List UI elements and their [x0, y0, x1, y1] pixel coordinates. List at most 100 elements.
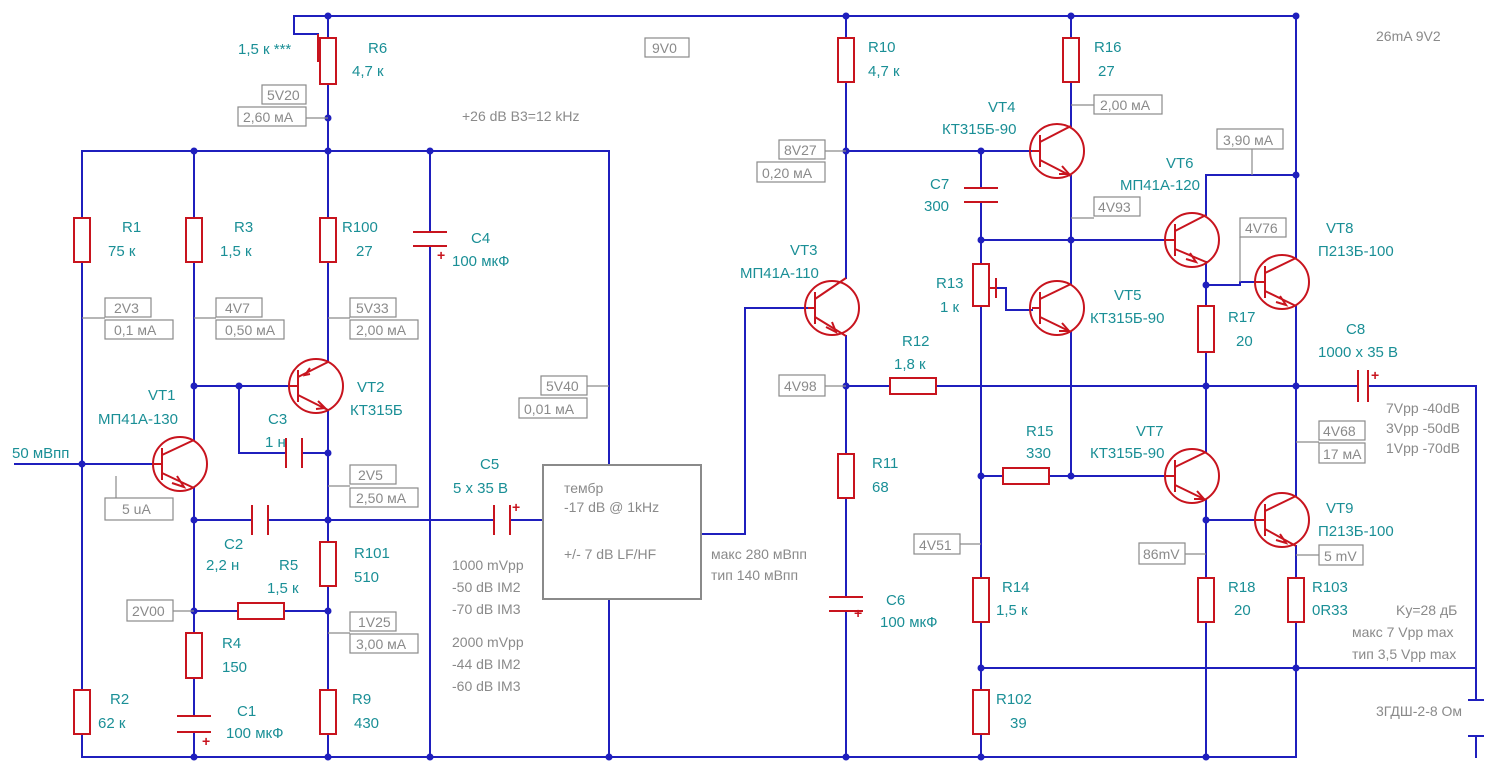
c1-ref: C1: [237, 703, 256, 720]
tone-control-block: тембр -17 dB @ 1kHz +/- 7 dB LF/HF: [542, 464, 702, 600]
vt8-base-voltage: 4V76: [1245, 220, 1278, 236]
c5-value: 5 х 35 В: [453, 480, 508, 497]
resistor-r10: [837, 37, 855, 83]
r4-voltage: 2V00: [132, 603, 165, 619]
tone-line-3: +/- 7 dB LF/HF: [564, 546, 656, 562]
resistor-r1: [73, 217, 91, 263]
r5-ref: R5: [279, 557, 298, 574]
capacitor-c1: +: [177, 715, 211, 749]
resistor-r13: [972, 263, 990, 307]
gain-summary-1: Ky=28 дБ: [1396, 602, 1457, 618]
junctions: [78, 12, 1300, 761]
wires: [14, 15, 1477, 758]
r10-ref: R10: [868, 39, 896, 56]
c2-value: 2,2 н: [206, 557, 239, 574]
r6-note: 1,5 к ***: [238, 41, 291, 58]
r13-value: 1 к: [940, 299, 960, 316]
output-level-3: 1Vpp -70dB: [1386, 440, 1460, 456]
r101-voltage: 1V25: [358, 614, 391, 630]
r16-value: 27: [1098, 63, 1115, 80]
transistor-vt5: [1029, 280, 1085, 336]
resistor-r9: [319, 689, 337, 735]
im2000-line-1: 2000 mVpp: [452, 634, 524, 650]
r1-current: 0,1 мА: [114, 322, 157, 338]
r18-voltage: 86mV: [1143, 546, 1180, 562]
r6-ref: R6: [368, 40, 387, 57]
c4-ref: C4: [471, 230, 490, 247]
vt9-current: 17 мА: [1323, 446, 1362, 462]
svg-text:+: +: [854, 605, 862, 621]
c7-ref: C7: [930, 176, 949, 193]
resistor-r17: [1197, 305, 1215, 353]
capacitor-c7: [964, 187, 998, 203]
r10-value: 4,7 к: [868, 63, 900, 80]
r10-voltage: 8V27: [784, 142, 817, 158]
c5-ref: C5: [480, 456, 499, 473]
vt4-ref: VT4: [988, 99, 1016, 116]
r14-voltage: 4V51: [919, 537, 952, 553]
svg-text:+: +: [202, 733, 210, 749]
r2-ref: R2: [110, 691, 129, 708]
c4-value: 100 мкФ: [452, 253, 509, 270]
r101-current: 3,00 мА: [356, 636, 407, 652]
notes: 26mA 9V2 +26 dB B3=12 kHz 1000 mVpp -50 …: [452, 28, 1462, 719]
resistor-r102: [972, 689, 990, 735]
svg-text:+: +: [512, 499, 520, 515]
vt3-value: МП41А-110: [740, 265, 819, 282]
r11-value: 68: [872, 479, 889, 496]
r9-ref: R9: [352, 691, 371, 708]
c3-value: 1 н: [265, 434, 286, 451]
output-level-1: 7Vpp -40dB: [1386, 400, 1460, 416]
r100-ref: R100: [342, 219, 378, 236]
r9-value: 430: [354, 715, 379, 732]
vt2-value: КТ315Б: [350, 402, 403, 419]
transistor-vt9: [1254, 492, 1310, 548]
vt6-current: 3,90 мА: [1223, 132, 1274, 148]
r13-ref: R13: [936, 275, 964, 292]
r14-ref: R14: [1002, 579, 1030, 596]
vt2-ref: VT2: [357, 379, 385, 396]
speaker-terminals: [1468, 699, 1484, 737]
gain-summary-3: тип 3,5 Vpp max: [1352, 646, 1456, 662]
mid-voltage: 4V98: [784, 378, 817, 394]
r100-value: 27: [356, 243, 373, 260]
r3-value: 1,5 к: [220, 243, 252, 260]
c2-ref: C2: [224, 536, 243, 553]
r1-value: 75 к: [108, 243, 136, 260]
supply-consumption: 26mA 9V2: [1376, 28, 1441, 44]
r102-value: 39: [1010, 715, 1027, 732]
resistor-r18: [1197, 577, 1215, 623]
transistor-vt8: [1254, 254, 1310, 310]
r10-current: 0,20 мА: [762, 165, 813, 181]
vt9-ref: VT9: [1326, 500, 1354, 517]
im2000-line-2: -44 dB IM2: [452, 656, 521, 672]
r103-ref: R103: [1312, 579, 1348, 596]
svg-text:+: +: [1371, 367, 1379, 383]
vt9-base-voltage: 4V68: [1323, 423, 1356, 439]
vt5-ref: VT5: [1114, 287, 1142, 304]
r103-voltage: 5 mV: [1324, 548, 1357, 564]
svg-text:+: +: [437, 247, 445, 263]
tone-voltage: 5V40: [546, 378, 579, 394]
im2000-line-3: -60 dB IM3: [452, 678, 521, 694]
resistor-r15: [1002, 467, 1050, 485]
transistor-vt6: [1164, 212, 1220, 268]
r103-value: 0R33: [1312, 602, 1348, 619]
tone-out-typ: тип 140 мВпп: [711, 567, 798, 583]
tone-current: 0,01 мА: [524, 401, 575, 417]
supply-rail-label: 9V0: [652, 40, 677, 56]
resistor-r16: [1062, 37, 1080, 83]
transistors: [152, 123, 1310, 548]
r16-ref: R16: [1094, 39, 1122, 56]
r100-voltage: 5V33: [356, 300, 389, 316]
transistor-vt3: [804, 277, 860, 337]
r3-ref: R3: [234, 219, 253, 236]
r11-ref: R11: [872, 455, 898, 472]
resistor-r5: [237, 602, 285, 620]
r101-ref: R101: [354, 545, 390, 562]
c7-value: 300: [924, 198, 949, 215]
input-bias-current: 5 uA: [122, 501, 151, 517]
r12-value: 1,8 к: [894, 356, 926, 373]
input-signal-label: 50 мВпп: [12, 445, 69, 462]
capacitor-c4: +: [413, 231, 447, 263]
